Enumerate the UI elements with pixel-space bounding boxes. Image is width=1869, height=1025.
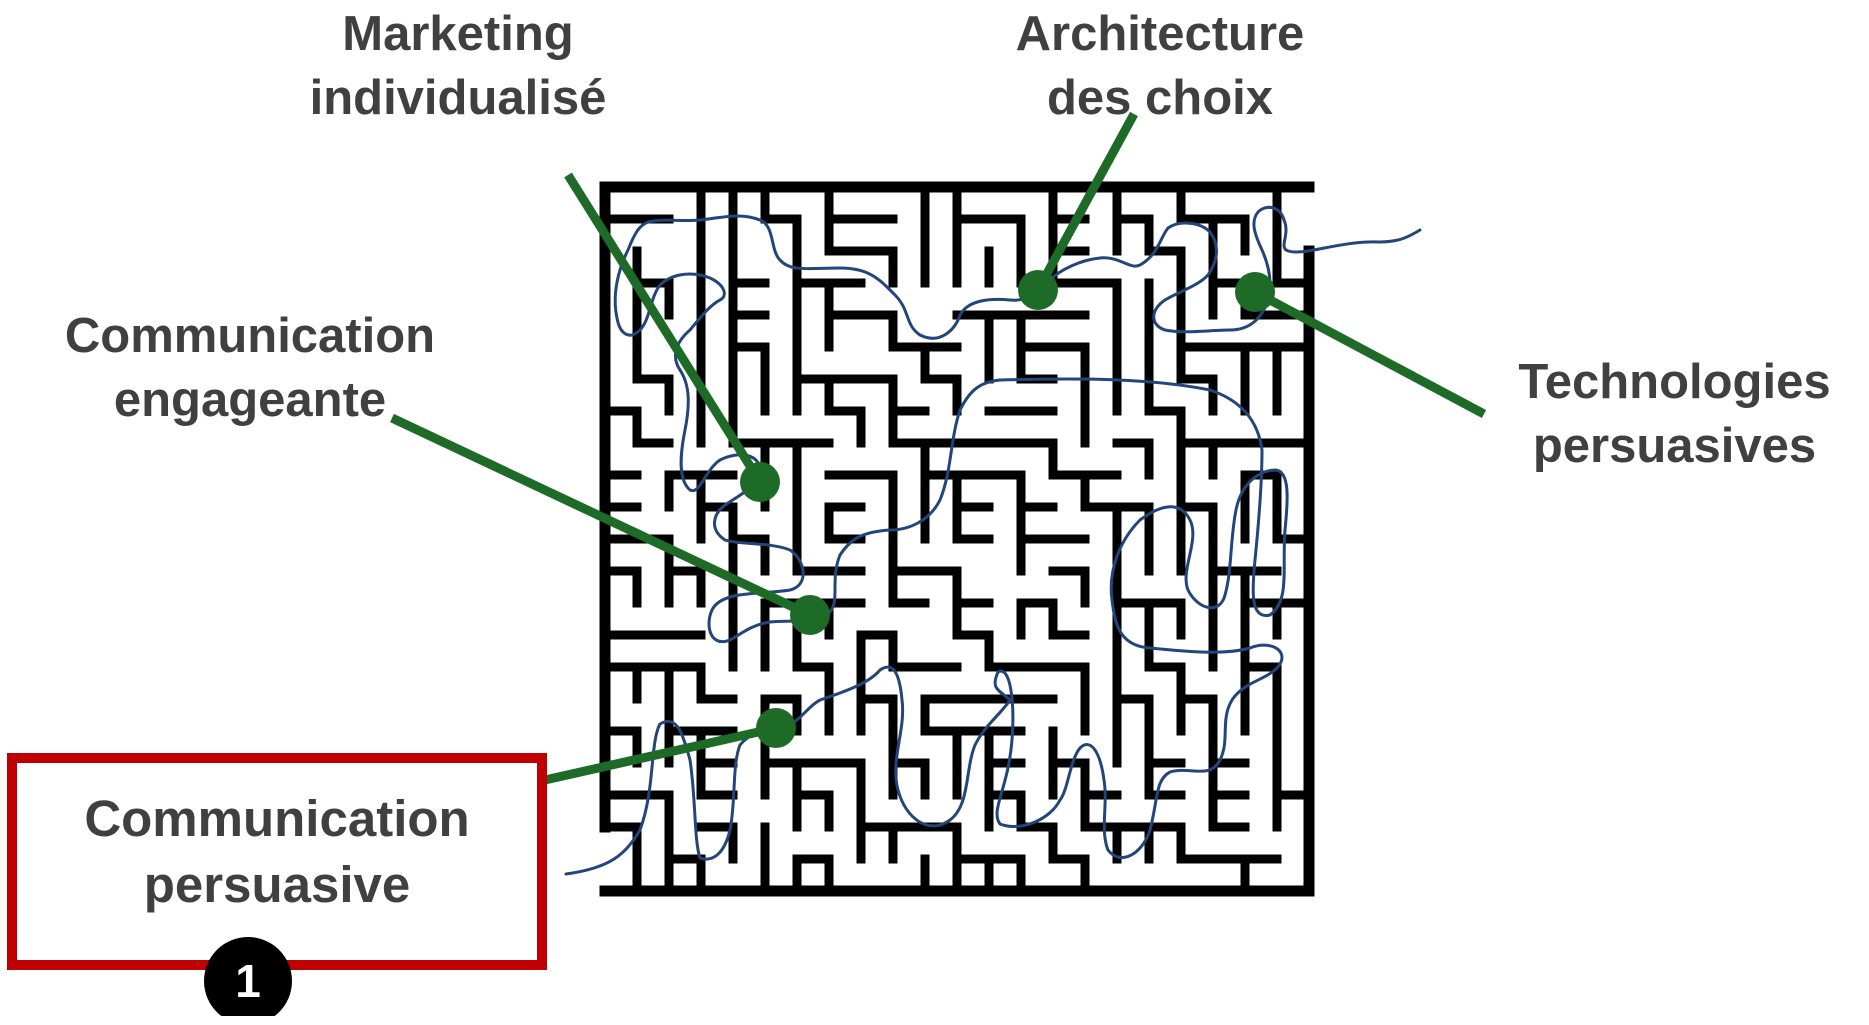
label-technologies-line1: Technologies (1518, 355, 1831, 409)
label-marketing-line2: individualisé (309, 71, 607, 125)
label-persuasive-line1: Communication (84, 790, 470, 847)
dot-technologies (1235, 272, 1275, 312)
number-badge (204, 937, 292, 1016)
dot-marketing (740, 462, 780, 502)
label-marketing-line1: Marketing (342, 7, 574, 61)
badge-number: 1 (235, 955, 261, 1007)
dot-architecture (1018, 270, 1058, 310)
maze (599, 181, 1315, 897)
label-technologies-line2: persuasives (1532, 419, 1817, 473)
label-communication-engageante: Communication engageante (30, 304, 470, 432)
label-marketing-individualise: Marketing individualisé (258, 2, 658, 130)
connectors (390, 111, 1487, 785)
connector-engageante (390, 413, 812, 620)
dot-engageante (790, 595, 830, 635)
label-architecture-des-choix: Architecture des choix (960, 2, 1360, 130)
highlight-box (7, 753, 547, 970)
label-architecture-line2: des choix (1046, 71, 1274, 125)
label-engageante-line2: engageante (113, 373, 387, 427)
label-persuasive-line2: persuasive (143, 856, 411, 913)
label-communication-persuasive: Communication persuasive (12, 758, 542, 918)
connector-marketing (564, 172, 764, 485)
connector-dots (740, 270, 1275, 748)
connector-technologies (1252, 288, 1487, 418)
maze-solution-path (564, 205, 1422, 876)
label-architecture-line1: Architecture (1015, 7, 1305, 61)
label-engageante-line1: Communication (64, 309, 436, 363)
dot-persuasive (756, 708, 796, 748)
connector-persuasive (544, 723, 777, 785)
connector-architecture (1034, 111, 1138, 293)
label-technologies-persuasives: Technologies persuasives (1480, 350, 1869, 478)
